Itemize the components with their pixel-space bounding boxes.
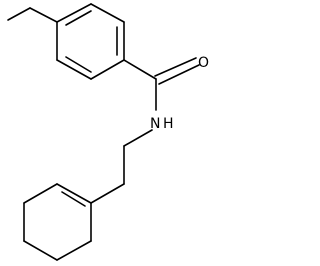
ethyl-ch3-bond [7, 7, 31, 21]
molecule-drawing: O N H [7, 3, 209, 261]
ethyl-ch2-bond [29, 7, 58, 23]
ring-bond-5 [56, 59, 92, 80]
carbonyl-double-bond-a [154, 57, 197, 77]
ring-double-1 [65, 10, 92, 26]
nitrogen-label: N [150, 116, 160, 132]
carbonyl-double-bond-b [158, 64, 200, 85]
ring-bond-2 [90, 3, 125, 23]
linker-to-ring-bond [90, 183, 125, 204]
cyclohexene-ring [23, 183, 92, 261]
benzene-ring [56, 3, 125, 80]
ring-bond-1 [56, 3, 92, 23]
ring-double-3 [65, 56, 92, 73]
structure-canvas: O N H [7, 3, 209, 261]
nitrogen-to-ch2-bond [123, 129, 153, 147]
hydrogen-label: H [163, 116, 174, 132]
cyclohexene-bond-3 [23, 240, 58, 261]
ring-bond-4 [90, 59, 125, 80]
ring-to-carbonyl-bond [123, 59, 157, 80]
cyclohexene-double-bond [61, 191, 86, 207]
cyclohexene-bond-2 [56, 240, 92, 261]
cyclohexene-bond-5 [23, 183, 58, 204]
cyclohexene-bond-6 [56, 183, 92, 204]
oxygen-label: O [198, 55, 209, 71]
